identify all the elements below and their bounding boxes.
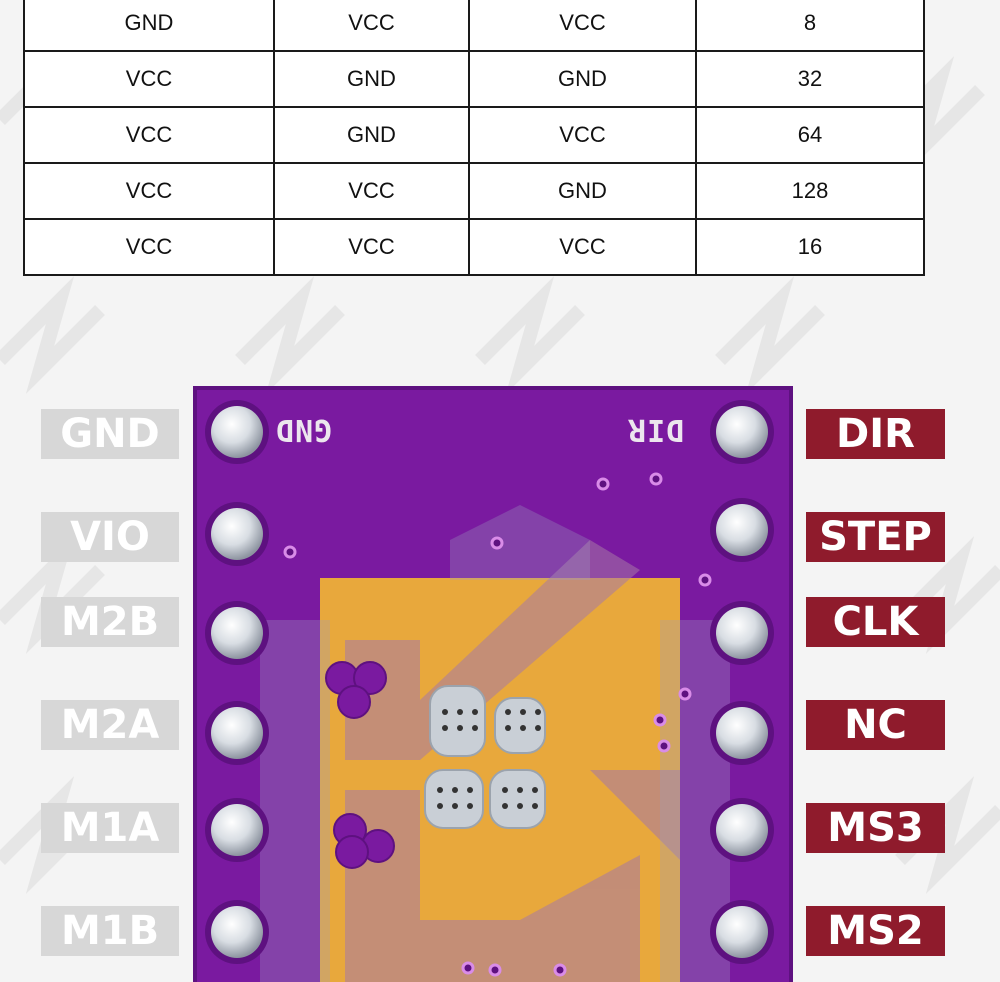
table-row: VCC VCC GND 128	[23, 162, 925, 220]
table-cell: 64	[695, 106, 925, 164]
table-cell: GND	[273, 106, 470, 164]
table-cell: 128	[695, 162, 925, 220]
pin-label-m2a: M2A	[41, 700, 179, 750]
right-header-pins	[710, 400, 774, 964]
table-cell: GND	[23, 0, 275, 52]
table-cell: VCC	[23, 218, 275, 276]
table-cell: VCC	[23, 50, 275, 108]
table-cell: VCC	[23, 162, 275, 220]
pin-label-ms2: MS2	[806, 906, 945, 956]
table-row: VCC GND VCC 64	[23, 106, 925, 164]
chip-pads	[424, 685, 546, 829]
pin-label-gnd: GND	[41, 409, 179, 459]
table-cell: 32	[695, 50, 925, 108]
silkscreen-dir: DIR	[627, 412, 685, 447]
pin-label-dir: DIR	[806, 409, 945, 459]
table-cell: VCC	[468, 106, 697, 164]
table-cell: 8	[695, 0, 925, 52]
microstep-table: GND VCC VCC 8 VCC GND GND 32 VCC GND VCC…	[23, 0, 925, 276]
pin-label-ms3: MS3	[806, 803, 945, 853]
pin-label-step: STEP	[806, 512, 945, 562]
logo-watermark	[260, 505, 730, 982]
table-cell: VCC	[468, 0, 697, 52]
table-cell: 16	[695, 218, 925, 276]
table-cell: GND	[468, 50, 697, 108]
table-cell: GND	[468, 162, 697, 220]
pin-label-m1a: M1A	[41, 803, 179, 853]
thermal-pad-overlay	[345, 540, 680, 982]
table-row: GND VCC VCC 8	[23, 0, 925, 52]
pin-label-vio: VIO	[41, 512, 179, 562]
left-header-pins	[205, 400, 269, 964]
pin-label-clk: CLK	[806, 597, 945, 647]
table-cell: GND	[273, 50, 470, 108]
table-cell: VCC	[468, 218, 697, 276]
pin-label-m1b: M1B	[41, 906, 179, 956]
via-cluster	[325, 661, 395, 869]
table-cell: VCC	[273, 0, 470, 52]
table-row: VCC GND GND 32	[23, 50, 925, 108]
table-row: VCC VCC VCC 16	[23, 218, 925, 276]
table-cell: VCC	[273, 162, 470, 220]
pin-label-m2b: M2B	[41, 597, 179, 647]
silkscreen-gnd: GND	[275, 412, 333, 447]
pin-label-nc: NC	[806, 700, 945, 750]
table-cell: VCC	[273, 218, 470, 276]
table-cell: VCC	[23, 106, 275, 164]
